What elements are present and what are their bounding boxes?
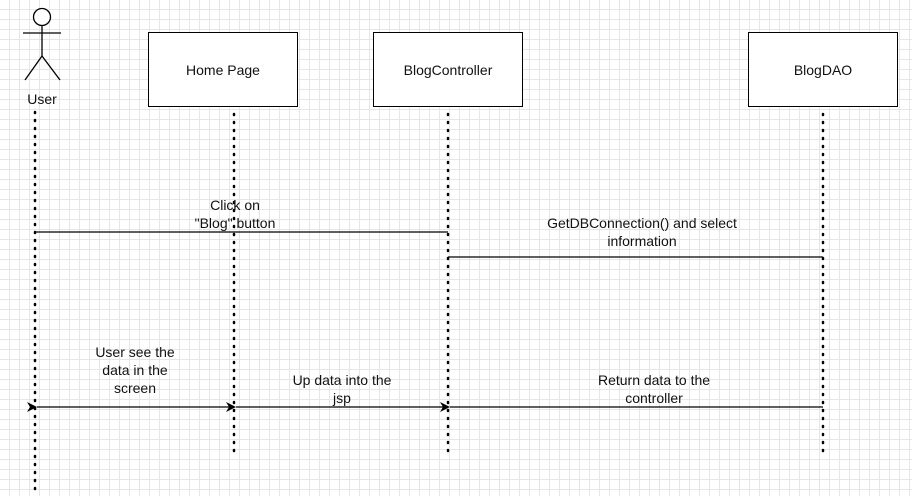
participant-blog-controller[interactable]: BlogController: [373, 32, 523, 107]
actor-label-user: User: [27, 91, 57, 107]
message-label-return-controller: Return data to the controller: [597, 372, 711, 406]
message-label-up-jsp: Up data into the jsp: [292, 372, 392, 406]
message-label-db-select: GetDBConnection() and select information: [547, 215, 737, 249]
participant-home-page[interactable]: Home Page: [148, 32, 298, 107]
message-label-click-blog: Click on "Blog" button: [194, 197, 276, 231]
user-actor-icon: [23, 7, 61, 81]
message-label-user-sees: User see the data in the screen: [95, 344, 175, 396]
participant-blog-dao[interactable]: BlogDAO: [748, 32, 898, 107]
